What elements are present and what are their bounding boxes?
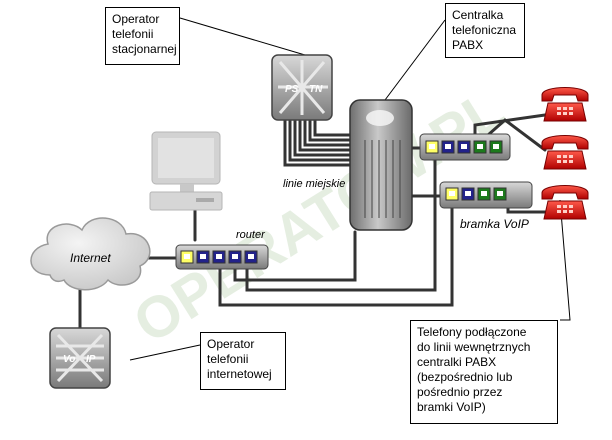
internet-label: Internet xyxy=(70,251,111,265)
callout-lines xyxy=(129,17,571,361)
voip-label-right: IP xyxy=(86,354,96,365)
cables xyxy=(78,113,547,332)
router-icon xyxy=(175,244,269,270)
computer-icon xyxy=(149,131,223,211)
pstn-label-left: PS xyxy=(285,84,299,95)
cloud-icon: Internet xyxy=(30,217,151,291)
pabx-server-icon xyxy=(349,99,413,231)
pstn-label-right: TN xyxy=(309,84,323,95)
city-lines-label: linie miejskie xyxy=(283,178,345,190)
label-centralka: Centralka telefoniczna PABX xyxy=(445,3,525,58)
router-label: router xyxy=(236,229,266,241)
phone-icon xyxy=(541,87,589,122)
phone-icon xyxy=(541,185,589,220)
pstn-switch-icon: PS TN xyxy=(271,54,333,121)
label-operator-internetowy: Operator telefonii internetowej xyxy=(200,332,286,390)
label-telefony: Telefony podłączone do linii wewnętrznyc… xyxy=(410,320,558,424)
voip-gateway-icon xyxy=(439,181,533,209)
voip-operator-switch-icon: Vo IP xyxy=(49,327,111,389)
phone-icon xyxy=(541,135,589,170)
label-operator-stacjonarny: Operator telefonii stacjonarnej xyxy=(105,7,180,65)
voip-label-left: Vo xyxy=(63,354,75,365)
voip-gateway-label: bramka VoIP xyxy=(460,217,529,231)
pabx-extension-box xyxy=(419,133,511,161)
